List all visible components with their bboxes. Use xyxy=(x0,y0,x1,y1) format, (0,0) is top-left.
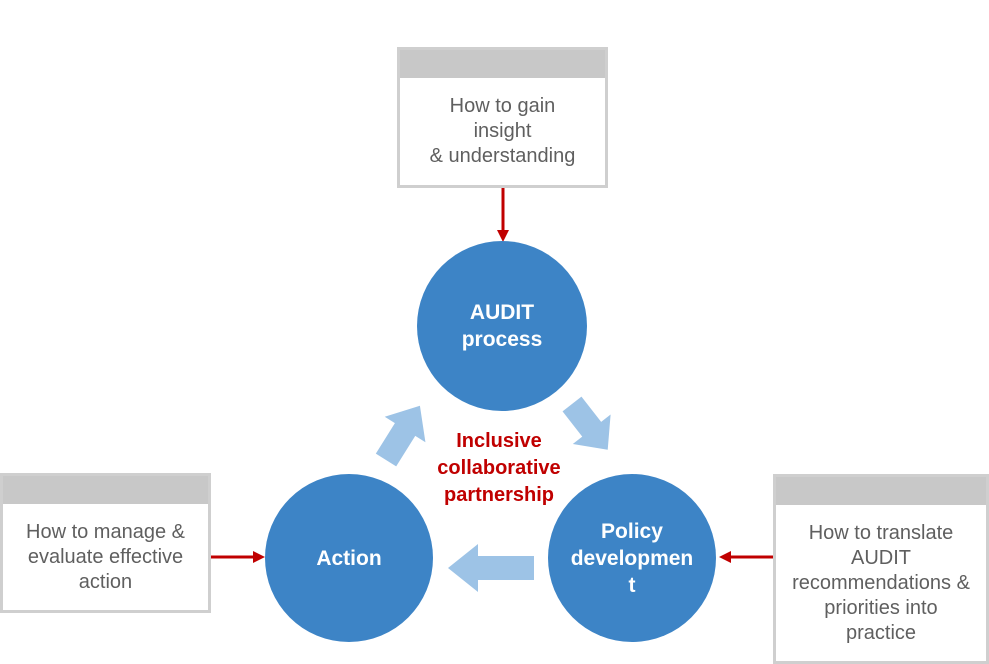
info-box-right: How to translate AUDIT recommendations &… xyxy=(773,474,989,664)
cycle-arrow-policy-to-action xyxy=(448,544,534,592)
node-policy-development: Policy developmen t xyxy=(548,474,716,642)
node-action: Action xyxy=(265,474,433,642)
cycle-arrow-audit-to-policy xyxy=(562,396,611,450)
center-label: Inclusive collaborative partnership xyxy=(437,430,561,506)
info-box-top: How to gain insight & understanding xyxy=(397,47,608,188)
info-box-right-header xyxy=(776,477,986,505)
cycle-arrow-action-to-audit xyxy=(375,405,426,467)
node-audit-process: AUDIT process xyxy=(417,241,587,411)
info-box-left: How to manage & evaluate effective actio… xyxy=(0,473,211,613)
info-box-top-text: How to gain insight & understanding xyxy=(429,95,576,167)
info-box-left-text: How to manage & evaluate effective actio… xyxy=(26,520,185,593)
info-box-right-text: How to translate AUDIT recommendations &… xyxy=(792,521,970,644)
info-box-top-header xyxy=(400,50,605,78)
info-box-left-header xyxy=(3,476,208,504)
